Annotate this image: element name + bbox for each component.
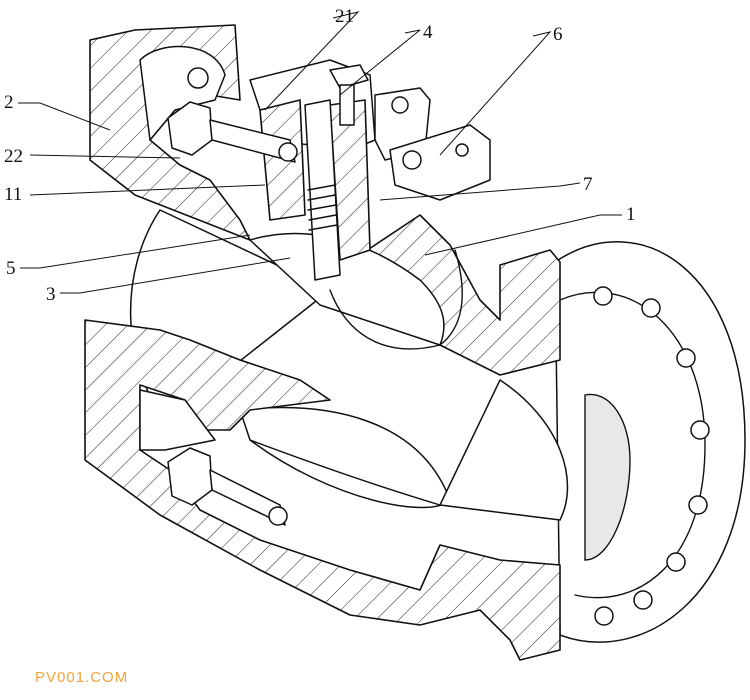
watermark-text: PV001.COM xyxy=(35,669,128,686)
stem-assembly xyxy=(249,59,431,281)
bolt-hole xyxy=(594,606,614,626)
label-1: 1 xyxy=(626,204,636,225)
bolt-hole xyxy=(633,590,653,610)
label-2: 2 xyxy=(4,92,14,113)
label-7: 7 xyxy=(583,174,593,195)
label-5: 5 xyxy=(6,258,16,279)
upper-bolt xyxy=(167,101,298,163)
right-flange xyxy=(554,241,746,643)
label-11: 11 xyxy=(4,184,22,205)
lower-bolt xyxy=(167,447,288,526)
bolt-hole xyxy=(641,298,661,318)
label-4: 4 xyxy=(423,22,433,43)
bolt-hole xyxy=(688,495,708,515)
leader-lines xyxy=(18,11,622,294)
bolt-hole xyxy=(666,552,686,572)
upper-body-section xyxy=(89,24,251,241)
screw-head xyxy=(391,96,409,114)
top-plate xyxy=(389,124,491,201)
label-21: 21 xyxy=(335,6,354,27)
label-3: 3 xyxy=(46,284,56,305)
label-22: 22 xyxy=(4,146,23,167)
lower-body-section xyxy=(84,319,561,661)
bolt-hole xyxy=(676,348,696,368)
bolt-hole xyxy=(593,286,613,306)
bolt-hole xyxy=(690,420,710,440)
label-6: 6 xyxy=(553,24,563,45)
